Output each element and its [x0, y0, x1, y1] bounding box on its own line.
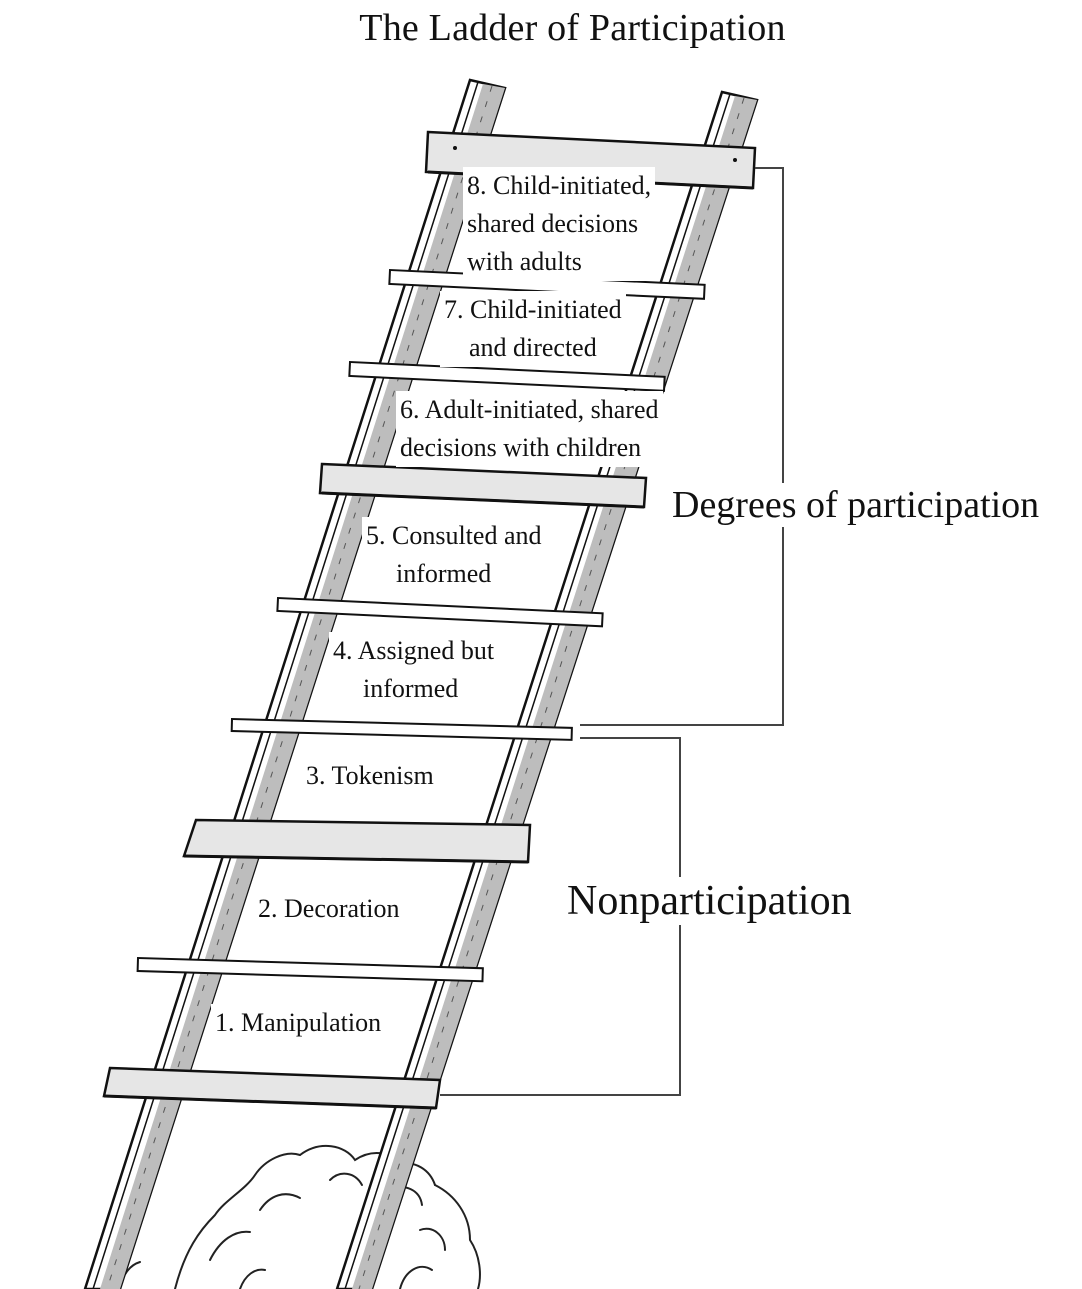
rung-2-line-1: 2. Decoration: [258, 894, 400, 923]
rung-8-line-2: shared decisions: [467, 209, 639, 238]
rung-pole-2-1: [136, 956, 484, 983]
rung-6-line-1: 6. Adult-initiated, shared: [400, 395, 659, 424]
rung-1-label: 1. Manipulation: [211, 1004, 386, 1042]
rung-7-line-2: and directed: [468, 333, 597, 362]
rung-6-line-2: decisions with children: [400, 433, 642, 462]
rung-5-line-2: informed: [396, 559, 492, 588]
rung-8-line-1: 8. Child-initiated,: [467, 171, 652, 200]
rung-1-line-1: 1. Manipulation: [215, 1008, 382, 1037]
degrees-of-participation-label: Degrees of participation: [668, 483, 1044, 527]
rung-4-line-1: 4. Assigned but: [333, 636, 495, 665]
diagram-title: The Ladder of Participation: [359, 7, 786, 49]
rung-8-line-3: with adults: [467, 247, 582, 276]
rung-6-label: 6. Adult-initiated, shared decisions wit…: [396, 391, 663, 467]
rung-7-line-1: 7. Child-initiated: [444, 295, 622, 324]
rung-plank-bottom: [102, 1066, 442, 1110]
rung-7-label: 7. Child-initiated and directed: [440, 291, 626, 367]
nonparticipation-label: Nonparticipation: [563, 877, 856, 925]
rung-pole-5-4: [276, 596, 604, 628]
rung-3-line-1: 3. Tokenism: [306, 761, 434, 790]
rung-5-line-1: 5. Consulted and: [366, 521, 542, 550]
rung-2-label: 2. Decoration: [254, 890, 404, 928]
rung-5-label: 5. Consulted and informed: [362, 517, 546, 593]
rung-pole-4-3: [230, 717, 573, 741]
rung-3-label: 3. Tokenism: [302, 757, 438, 795]
rung-8-label: 8. Child-initiated, shared decisions wit…: [463, 167, 656, 281]
rung-plank-6-5: [318, 462, 648, 509]
rung-plank-3-2: [182, 818, 532, 864]
rung-4-label: 4. Assigned but informed: [329, 632, 499, 708]
ground-scribble: [119, 1144, 481, 1289]
degrees-bracket: [580, 167, 784, 726]
rung-pole-7-6: [348, 360, 666, 392]
rung-4-line-2: informed: [363, 674, 459, 703]
